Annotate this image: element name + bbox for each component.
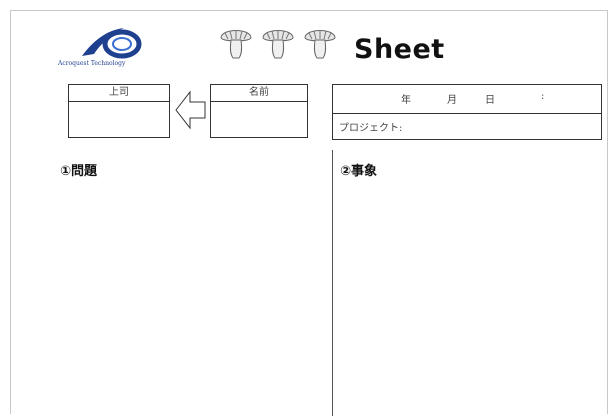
company-logo: Acroquest Technology (58, 24, 168, 72)
section-divider (332, 150, 333, 416)
sheet-title: Sheet (354, 34, 445, 65)
day-label: 日 (485, 95, 495, 106)
problem-heading: ①問題 (60, 164, 98, 179)
mushroom-icon (262, 30, 294, 59)
acroquest-logo-icon (82, 28, 142, 59)
project-label: プロジェクト: (339, 123, 403, 134)
mushroom-icon (304, 30, 336, 59)
name-box: 名前 (210, 84, 308, 138)
month-label: 月 (447, 95, 457, 106)
sheet-frame (10, 10, 608, 414)
left-arrow-icon (175, 90, 206, 130)
name-label: 名前 (211, 85, 307, 102)
boss-box: 上司 (68, 84, 170, 138)
mushroom-icon (220, 30, 252, 59)
date-row: 年 月 日 : (333, 85, 601, 114)
date-project-box: 年 月 日 : プロジェクト: (332, 84, 602, 140)
time-colon: : (541, 91, 545, 102)
year-label: 年 (401, 95, 411, 106)
boss-label: 上司 (69, 85, 169, 102)
phenomenon-heading: ②事象 (340, 164, 378, 179)
company-name: Acroquest Technology (58, 60, 126, 67)
